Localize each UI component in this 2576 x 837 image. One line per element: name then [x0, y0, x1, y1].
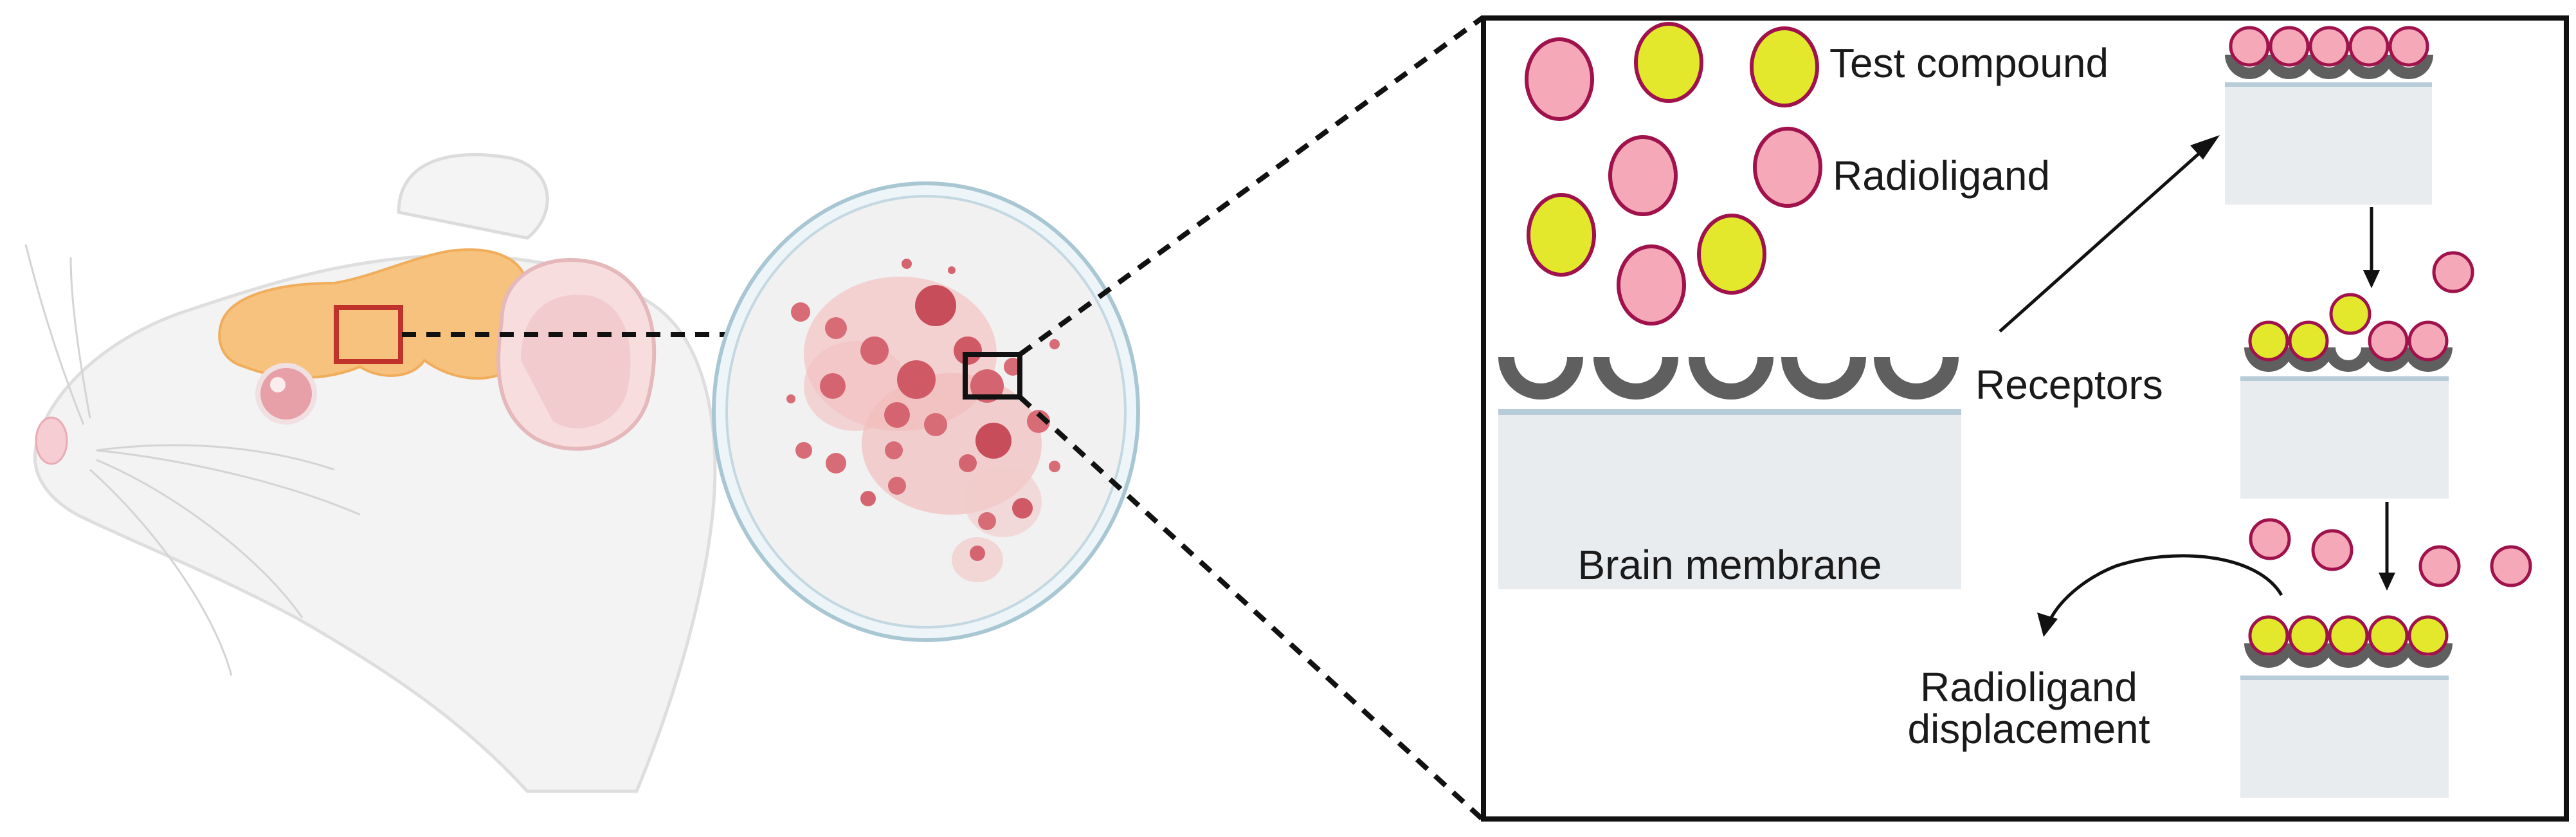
arrow-icon — [2037, 612, 2058, 637]
mouse-back-ear — [397, 152, 549, 240]
zoom-line-top — [1018, 15, 1484, 357]
label-displacement-line1: Radioligand — [1920, 664, 2137, 710]
receptor-row — [1498, 357, 1959, 400]
label-brain-membrane: Brain membrane — [1577, 542, 1882, 588]
label-test-compound: Test compound — [1829, 40, 2109, 86]
label-receptors: Receptors — [1975, 362, 2163, 408]
brain-highlight-box — [334, 305, 403, 364]
mouse-head-illustration — [24, 152, 717, 793]
brain-membrane — [1498, 409, 1961, 589]
arrow-icon — [2379, 573, 2395, 591]
displacement-arrow — [2046, 554, 2283, 625]
stage-displacement — [2240, 518, 2532, 798]
mouse-eye — [255, 363, 317, 425]
zoom-line-bottom — [1018, 395, 1484, 821]
arrow-to-binding — [1999, 143, 2210, 333]
mouse-nose — [35, 416, 68, 465]
dish-zoom-box — [963, 352, 1022, 400]
petri-dish — [712, 181, 1140, 642]
arrow-icon — [2190, 135, 2220, 160]
free-particles — [1525, 22, 1822, 326]
stage-competition — [2240, 251, 2474, 499]
tissue-sample — [786, 259, 1060, 582]
label-radioligand: Radioligand — [1833, 152, 2050, 199]
whiskers — [24, 244, 361, 676]
stage-radioligand-bound — [2225, 26, 2433, 205]
arrow-icon — [2363, 270, 2380, 288]
label-displacement-line2: displacement — [1907, 706, 2150, 752]
